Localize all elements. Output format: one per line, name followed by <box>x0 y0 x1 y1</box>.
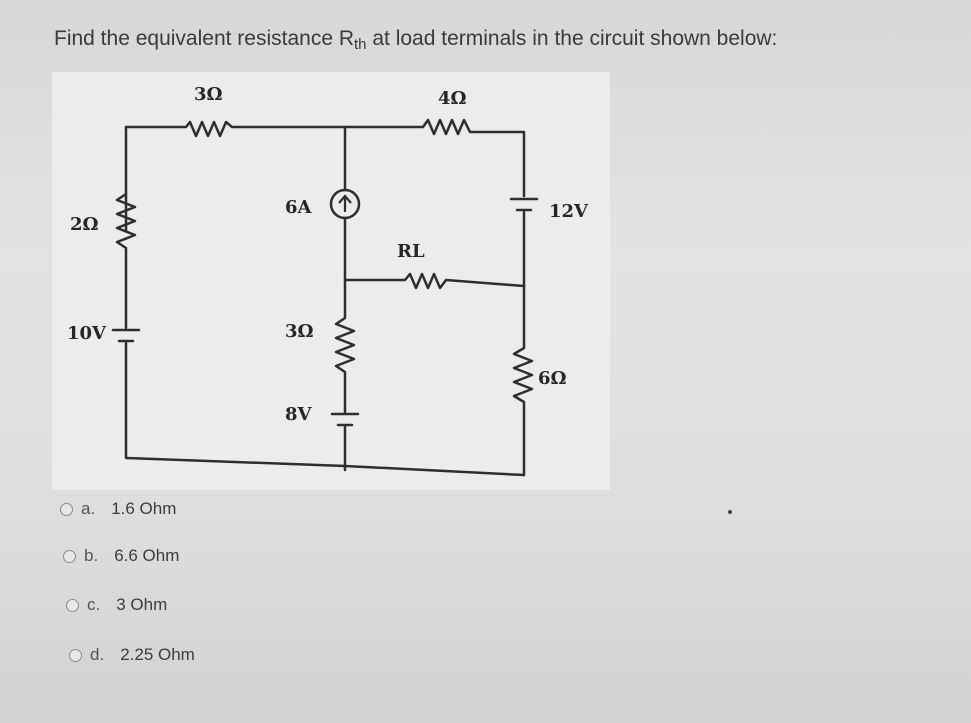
radio-button-d[interactable] <box>69 648 82 662</box>
option-a-letter: a. <box>81 499 96 518</box>
wire-top-right <box>343 118 526 198</box>
question-prefix: Find the equivalent resistance R <box>54 27 354 50</box>
option-b-letter: b. <box>84 546 99 565</box>
wire-top-left <box>124 120 347 232</box>
option-a[interactable]: a. 1.6 Ohm <box>60 499 176 519</box>
wire-right-lower <box>512 284 534 477</box>
label-r-left: 2Ω <box>70 214 99 235</box>
label-r-right: 6Ω <box>538 368 567 389</box>
option-b-text: 6.6 Ohm <box>114 546 180 565</box>
label-load: RL <box>397 241 425 262</box>
option-c-text: 3 Ohm <box>116 595 168 614</box>
stray-dot <box>728 510 732 514</box>
circuit-diagram-panel <box>52 72 610 490</box>
label-r-middle: 3Ω <box>285 321 314 342</box>
label-current-source: 6A <box>285 197 313 218</box>
question-text: Find the equivalent resistance Rth at lo… <box>54 27 777 53</box>
wire-left-resistor <box>115 192 137 330</box>
label-v-right: 12V <box>549 201 589 222</box>
option-c-letter: c. <box>87 595 101 614</box>
option-d-letter: d. <box>90 645 105 664</box>
wire-bottom <box>124 341 526 477</box>
option-d-text: 2.25 Ohm <box>120 645 195 664</box>
option-b[interactable]: b. 6.6 Ohm <box>63 546 179 566</box>
radio-button-c[interactable] <box>66 598 79 612</box>
option-a-text: 1.6 Ohm <box>111 499 177 518</box>
question-subscript: th <box>354 36 367 53</box>
wire-middle-lower <box>334 278 356 414</box>
wire-load <box>343 272 526 290</box>
label-r-top-left: 3Ω <box>194 84 223 105</box>
label-r-top-right: 4Ω <box>438 88 467 109</box>
option-d[interactable]: d. 2.25 Ohm <box>69 645 195 665</box>
label-v-left: 10V <box>67 323 107 344</box>
option-c[interactable]: c. 3 Ohm <box>66 595 167 615</box>
question-suffix: at load terminals in the circuit shown b… <box>366 27 778 50</box>
current-arrow-icon <box>338 194 352 212</box>
radio-button-b[interactable] <box>63 549 76 563</box>
label-v-middle: 8V <box>285 404 313 425</box>
radio-button-a[interactable] <box>60 502 73 516</box>
